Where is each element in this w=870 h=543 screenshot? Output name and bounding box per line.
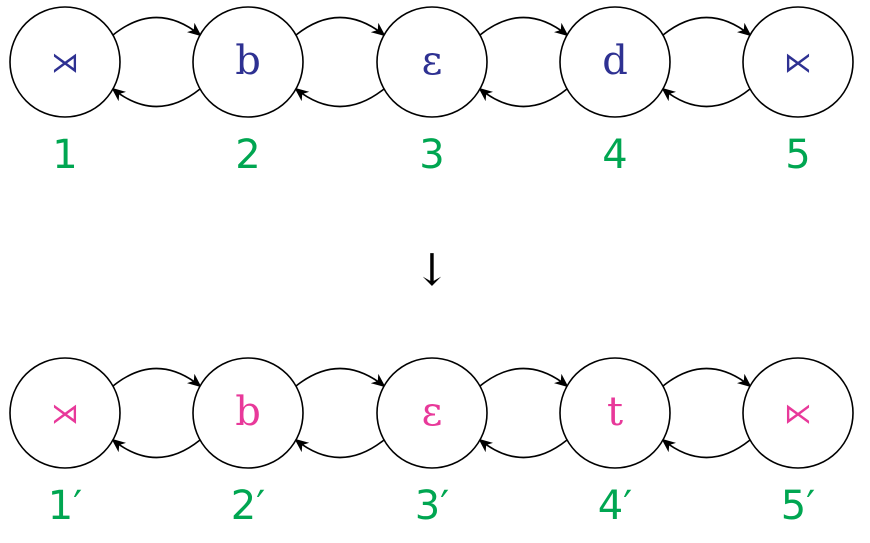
- node-circle: [742, 357, 854, 469]
- state-node: ⋉5: [742, 6, 854, 178]
- transition-down-arrow: ↓: [414, 245, 451, 296]
- backward-edge-4-3: [478, 438, 568, 459]
- node-symbol: ε: [422, 38, 443, 84]
- node-circle: [376, 6, 488, 118]
- node-index-label: 2: [235, 132, 260, 178]
- backward-edge-4-3: [478, 87, 568, 108]
- node-circle: [192, 6, 304, 118]
- backward-edge-2-1: [111, 87, 201, 108]
- backward-edge-2-1: [111, 438, 201, 459]
- forward-edge-4-5: [662, 367, 752, 388]
- node-circle: [742, 6, 854, 118]
- node-circle: [192, 357, 304, 469]
- forward-edge-1-2: [112, 367, 202, 388]
- state-node: ⋉ 5′: [742, 357, 854, 529]
- node-index-label: 3′: [415, 483, 450, 529]
- node-circle: [9, 357, 121, 469]
- node-symbol: ⋉: [784, 397, 812, 430]
- node-index-label: 1′: [48, 483, 83, 529]
- node-symbol: ⋊: [51, 397, 79, 430]
- state-node: ⋊ 1′: [9, 357, 121, 529]
- node-index-label: 1: [52, 132, 77, 178]
- state-node: ⋊1: [9, 6, 121, 178]
- backward-edge-5-4: [661, 87, 751, 108]
- node-circle: [559, 6, 671, 118]
- state-node: ε3: [376, 6, 488, 178]
- node-index-label: 4: [602, 132, 627, 178]
- backward-edge-3-2: [294, 438, 385, 459]
- state-node: d4: [559, 6, 671, 178]
- node-index-label: 2′: [231, 483, 266, 529]
- node-symbol: ⋉: [784, 46, 812, 79]
- node-circle: [376, 357, 488, 469]
- output-string-row: ⋊ 1′ b 2′ ε 3′ t 4′ ⋉ 5′: [9, 357, 854, 529]
- state-node: t 4′: [559, 357, 671, 529]
- state-node: b2: [192, 6, 304, 178]
- forward-edge-3-4: [479, 367, 569, 388]
- node-symbol: ⋊: [51, 46, 79, 79]
- forward-edge-2-3: [295, 367, 386, 388]
- node-index-label: 5′: [781, 483, 816, 529]
- node-circle: [559, 357, 671, 469]
- node-symbol: t: [607, 389, 623, 435]
- node-index-label: 3: [419, 132, 444, 178]
- node-symbol: b: [235, 38, 261, 84]
- backward-edge-3-2: [294, 87, 385, 108]
- forward-edge-2-3: [295, 16, 386, 37]
- node-symbol: d: [602, 38, 628, 84]
- node-symbol: b: [235, 389, 261, 435]
- backward-edge-5-4: [661, 438, 751, 459]
- state-node: ε 3′: [376, 357, 488, 529]
- node-symbol: ε: [422, 389, 443, 435]
- state-node: b 2′: [192, 357, 304, 529]
- forward-edge-4-5: [662, 16, 752, 37]
- node-index-label: 4′: [598, 483, 633, 529]
- node-circle: [9, 6, 121, 118]
- forward-edge-3-4: [479, 16, 569, 37]
- node-index-label: 5: [785, 132, 810, 178]
- forward-edge-1-2: [112, 16, 202, 37]
